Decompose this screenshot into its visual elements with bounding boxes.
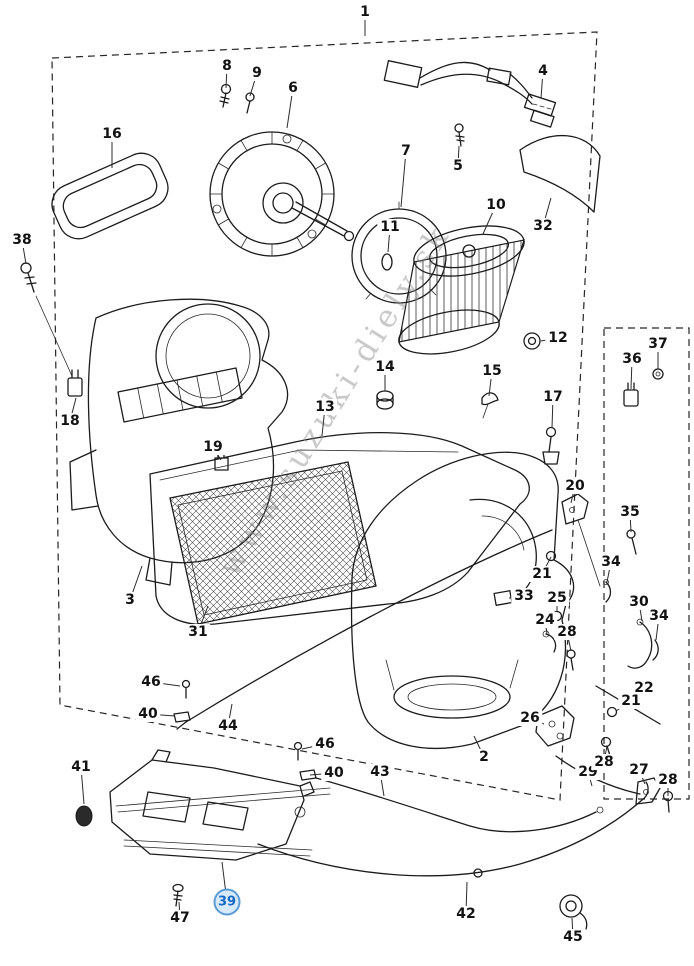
callout-36[interactable]: 36 bbox=[619, 351, 645, 367]
callout-2[interactable]: 2 bbox=[476, 749, 492, 765]
callout-46[interactable]: 46 bbox=[138, 674, 164, 690]
callout-21[interactable]: 21 bbox=[618, 693, 644, 709]
callout-1[interactable]: 1 bbox=[357, 4, 373, 20]
callout-10[interactable]: 10 bbox=[483, 197, 509, 213]
callout-12[interactable]: 12 bbox=[545, 330, 571, 346]
callout-9[interactable]: 9 bbox=[249, 65, 265, 81]
callout-34[interactable]: 34 bbox=[646, 608, 672, 624]
callout-16[interactable]: 16 bbox=[99, 126, 125, 142]
callout-43[interactable]: 43 bbox=[367, 764, 393, 780]
callout-13[interactable]: 13 bbox=[312, 399, 338, 415]
callout-28[interactable]: 28 bbox=[655, 772, 681, 788]
callout-17[interactable]: 17 bbox=[540, 389, 566, 405]
callout-37[interactable]: 37 bbox=[645, 336, 671, 352]
callout-19[interactable]: 19 bbox=[200, 439, 226, 455]
callout-42[interactable]: 42 bbox=[453, 906, 479, 922]
callout-40[interactable]: 40 bbox=[321, 765, 347, 781]
callout-20[interactable]: 20 bbox=[562, 478, 588, 494]
callout-34[interactable]: 34 bbox=[598, 554, 624, 570]
callout-31[interactable]: 31 bbox=[185, 624, 211, 640]
callout-38[interactable]: 38 bbox=[9, 232, 35, 248]
callout-27[interactable]: 27 bbox=[626, 762, 652, 778]
callout-32[interactable]: 32 bbox=[530, 218, 556, 234]
callout-3[interactable]: 3 bbox=[122, 592, 138, 608]
callout-39[interactable]: 39 bbox=[213, 888, 241, 916]
callout-7[interactable]: 7 bbox=[398, 143, 414, 159]
callout-14[interactable]: 14 bbox=[372, 359, 398, 375]
callout-25[interactable]: 25 bbox=[544, 590, 570, 606]
callout-35[interactable]: 35 bbox=[617, 504, 643, 520]
callout-8[interactable]: 8 bbox=[219, 58, 235, 74]
callout-33[interactable]: 33 bbox=[511, 588, 537, 604]
callout-6[interactable]: 6 bbox=[285, 80, 301, 96]
callout-28[interactable]: 28 bbox=[591, 754, 617, 770]
callout-26[interactable]: 26 bbox=[517, 710, 543, 726]
callout-44[interactable]: 44 bbox=[215, 718, 241, 734]
callout-11[interactable]: 11 bbox=[377, 219, 403, 235]
callout-47[interactable]: 47 bbox=[167, 910, 193, 926]
callout-41[interactable]: 41 bbox=[68, 759, 94, 775]
callout-45[interactable]: 45 bbox=[560, 929, 586, 945]
callout-21[interactable]: 21 bbox=[529, 566, 555, 582]
callout-46[interactable]: 46 bbox=[312, 736, 338, 752]
callout-28[interactable]: 28 bbox=[554, 624, 580, 640]
callout-40[interactable]: 40 bbox=[135, 706, 161, 722]
callout-15[interactable]: 15 bbox=[479, 363, 505, 379]
callout-18[interactable]: 18 bbox=[57, 413, 83, 429]
callout-5[interactable]: 5 bbox=[450, 158, 466, 174]
callout-4[interactable]: 4 bbox=[535, 63, 551, 79]
